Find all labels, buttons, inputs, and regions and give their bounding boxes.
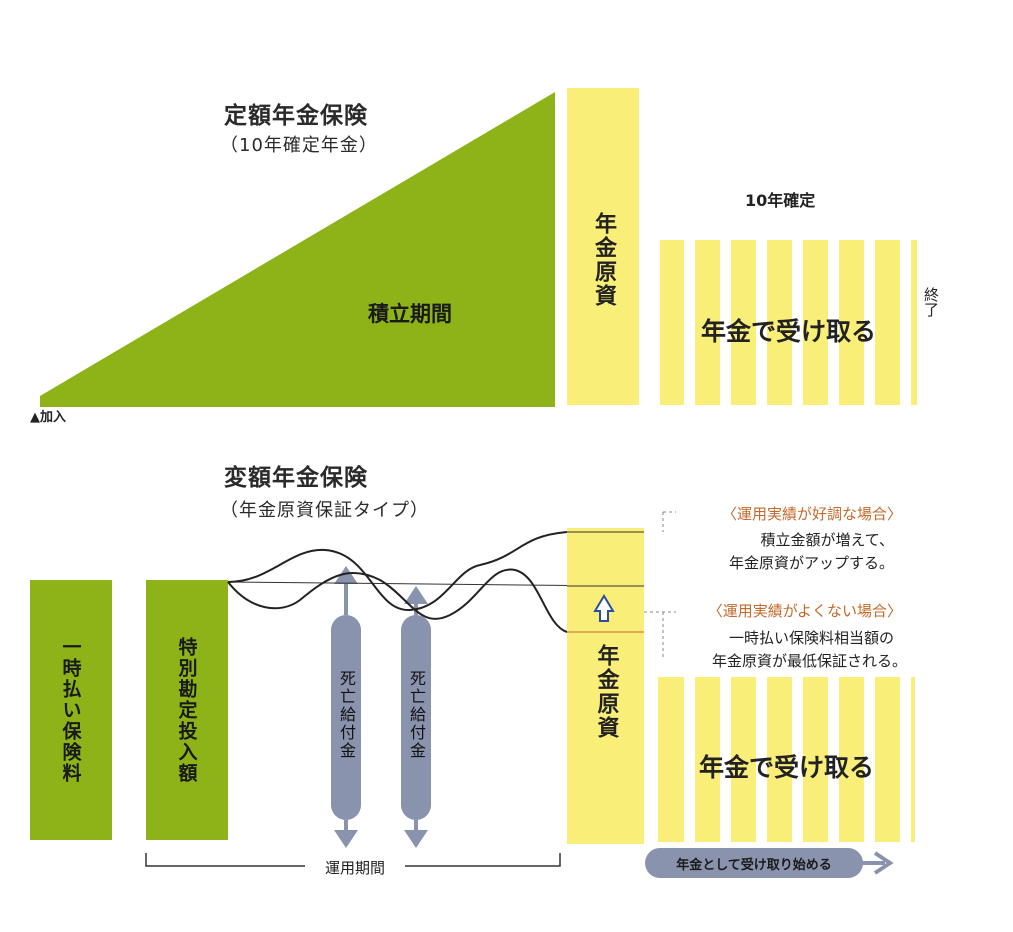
good-case-line2: 年金原資がアップする。 [728,554,894,572]
bottom-fund-label: 年金原資 [593,644,619,740]
operation-period-label: 運用期間 [305,856,405,878]
start-receiving-label: 年金として受け取り始める [676,857,832,873]
top-title: 定額年金保険 [224,103,368,129]
top-subtitle: （10年確定年金） [220,135,378,156]
start-receiving-arrow [645,848,894,878]
top-fund-bar [567,88,639,405]
bottom-title: 変額年金保険 [224,465,368,491]
guarantee-baseline [227,581,626,587]
lower-performance-curve [227,568,568,633]
good-case-title: 〈運用実績が好調な場合〉 [721,505,902,523]
upper-performance-curve [227,531,568,612]
bad-case-line2: 年金原資が最低保証される。 [711,652,907,670]
top-annuity-stripes [660,240,917,405]
top-fund-label: 年金原資 [591,212,616,308]
death-benefit-label-2: 死亡給付金 [407,670,426,760]
bottom-annuity-stripes [658,677,915,842]
death-benefit-capsule-1 [331,566,361,848]
bottom-receive-label: 年金で受け取る [698,753,874,782]
lump-sum-bar [30,580,112,840]
bottom-fund-bar [567,528,644,844]
lump-sum-label: 一時払い保険料 [59,636,82,784]
bad-case-line1: 一時払い保険料相当額の [728,629,894,647]
increase-arrow [593,594,615,622]
good-case-line1: 積立金額が増えて、 [760,531,894,549]
special-account-bar [146,580,228,840]
guaranteed-label: 10年確定 [745,191,816,210]
bottom-subtitle: （年金原資保証タイプ） [220,500,429,521]
accumulation-triangle [40,92,555,407]
bad-case-title: 〈運用実績がよくない場合〉 [707,602,902,620]
special-account-label: 特別勘定投入額 [175,636,198,784]
death-benefit-capsule-2 [401,586,431,848]
operation-period-bracket [145,853,561,867]
enroll-label: ▲加入 [30,410,66,425]
end-label: 終了 [922,287,940,317]
death-benefit-label-1: 死亡給付金 [337,670,356,760]
accumulation-label: 積立期間 [368,302,452,326]
top-receive-label: 年金で受け取る [700,317,876,346]
